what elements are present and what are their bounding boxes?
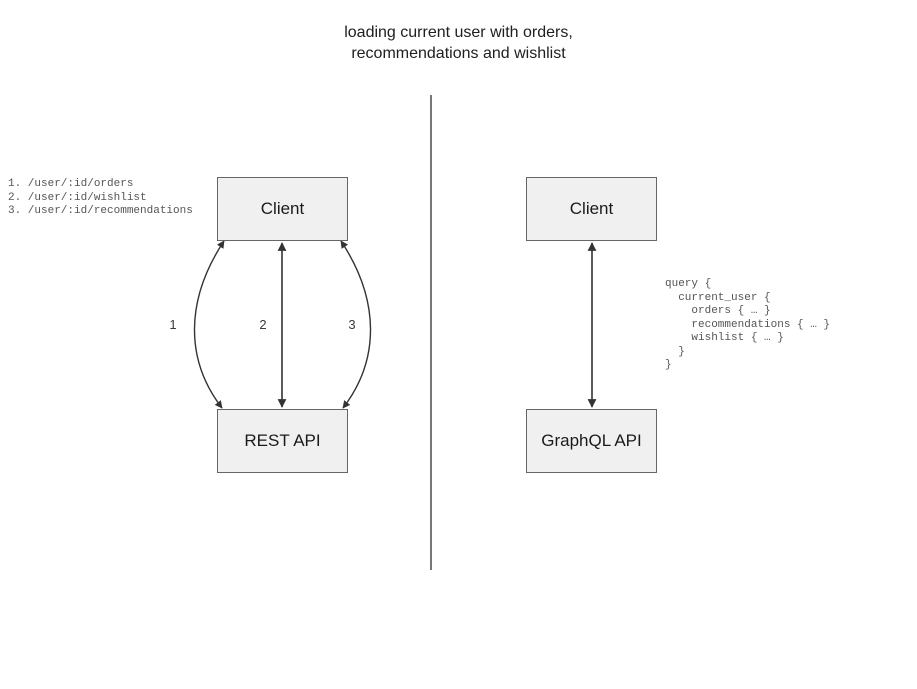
edge-label-3: 3 bbox=[348, 317, 356, 332]
node-client-rest[interactable]: Client bbox=[217, 177, 348, 241]
node-rest-api[interactable]: REST API bbox=[217, 409, 348, 473]
graphql-query-snippet: query { current_user { orders { … } reco… bbox=[665, 278, 831, 371]
node-graphql-api[interactable]: GraphQL API bbox=[526, 409, 657, 473]
node-client-graphql[interactable]: Client bbox=[526, 177, 657, 241]
rest-endpoints-list: 1. /user/:id/orders 2. /user/:id/wishlis… bbox=[8, 178, 193, 217]
edge-rest-1 bbox=[193, 240, 225, 409]
edge-rest-3 bbox=[340, 240, 372, 409]
edge-label-1: 1 bbox=[169, 317, 177, 332]
page-title: loading current user with orders, recomm… bbox=[344, 24, 573, 62]
edge-label-2: 2 bbox=[259, 317, 267, 332]
